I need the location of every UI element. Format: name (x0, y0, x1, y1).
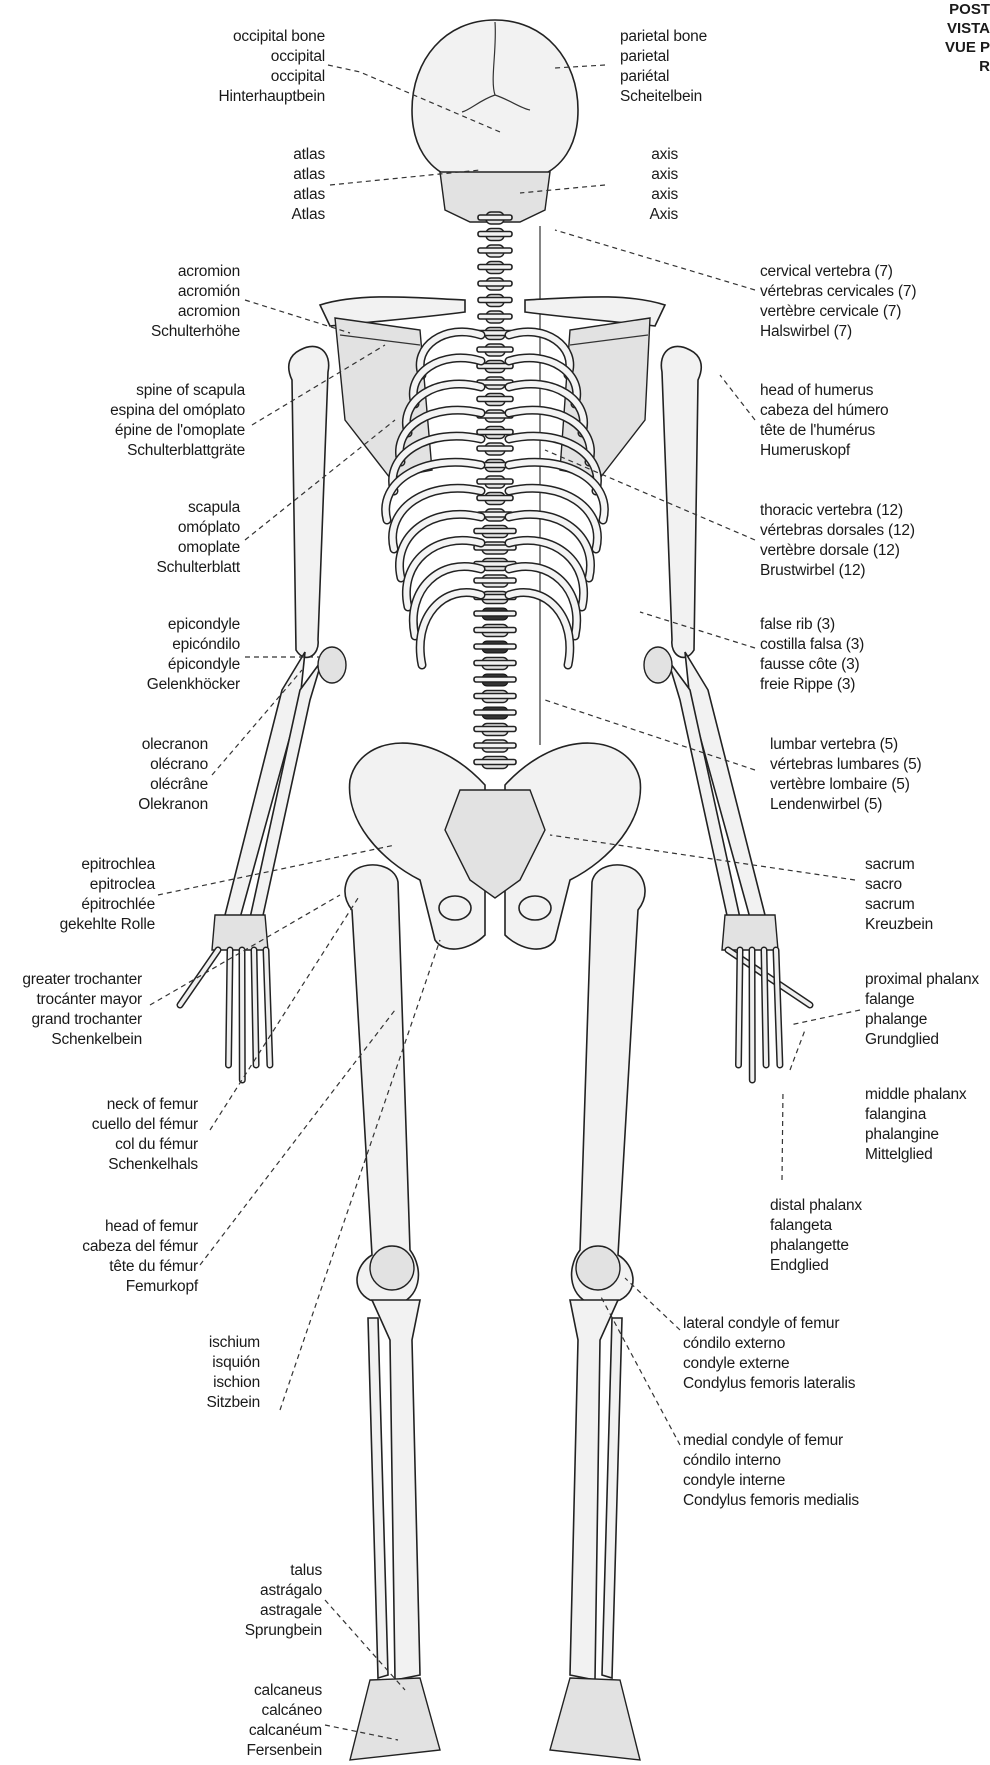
transverse-process (478, 298, 512, 303)
skull (412, 20, 578, 222)
rib (420, 593, 481, 665)
rib-inner (420, 593, 481, 665)
heading-line: POST (930, 0, 990, 19)
transverse-process (478, 281, 512, 286)
transverse-process (474, 760, 516, 765)
transverse-process (477, 397, 513, 402)
transverse-process (474, 644, 516, 649)
transverse-process (474, 743, 516, 748)
view-heading: POST VISTA VUE P R (930, 0, 990, 76)
hands (180, 915, 810, 1080)
heading-line: VUE P (930, 38, 990, 57)
transverse-process (478, 232, 512, 237)
heading-line: VISTA (930, 19, 990, 38)
transverse-process (474, 661, 516, 666)
transverse-process (478, 265, 512, 270)
heading-line: R (930, 57, 990, 76)
transverse-process (474, 578, 516, 583)
transverse-process (477, 446, 513, 451)
transverse-process (474, 611, 516, 616)
finger-inner (180, 950, 218, 1005)
transverse-process (478, 314, 512, 319)
legs (345, 865, 645, 1760)
label-cervical-vertebra: cervical vertebra (7)vértebras cervicale… (760, 262, 916, 342)
transverse-process (474, 710, 516, 715)
finger-inner (229, 950, 231, 1065)
finger-inner (739, 950, 741, 1065)
transverse-process (474, 694, 516, 699)
finger-inner (254, 950, 256, 1065)
wrist-carpals (722, 915, 778, 950)
transverse-process (478, 248, 512, 253)
transverse-process (474, 628, 516, 633)
label-false-rib: false rib (3)costilla falsa (3)fausse cô… (760, 615, 864, 695)
transverse-process (477, 347, 513, 352)
transverse-process (477, 496, 513, 501)
label-thoracic-vertebra: thoracic vertebra (12)vértebras dorsales… (760, 501, 915, 581)
finger-inner (764, 950, 766, 1065)
transverse-process (474, 529, 516, 534)
transverse-process (474, 727, 516, 732)
transverse-process (477, 430, 513, 435)
transverse-process (478, 215, 512, 220)
label-lumbar-vertebra: lumbar vertebra (5)vértebras lumbares (5… (770, 735, 922, 815)
transverse-process (477, 479, 513, 484)
wrist-carpals (212, 915, 268, 950)
transverse-process (474, 677, 516, 682)
